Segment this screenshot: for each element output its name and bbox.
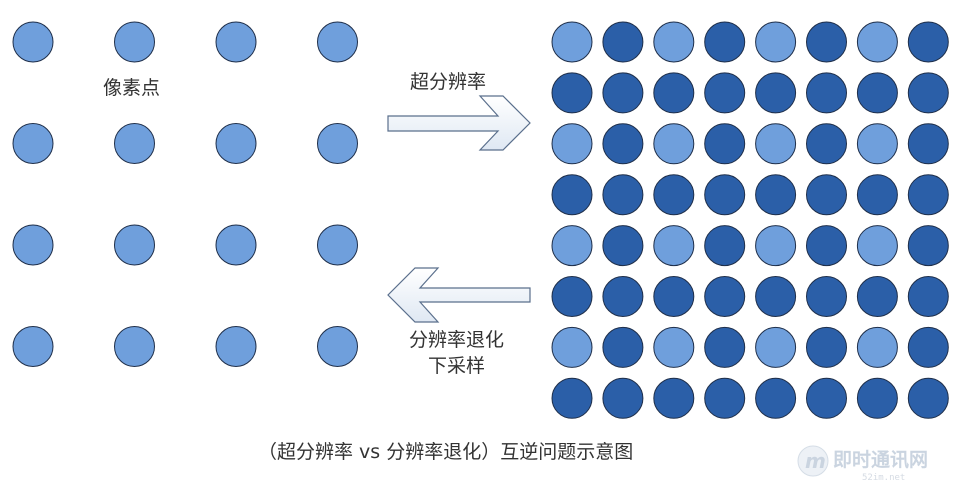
super-resolution-arrow bbox=[387, 95, 531, 151]
original-pixel-dot bbox=[551, 123, 593, 165]
interpolated-pixel-dot bbox=[704, 276, 746, 317]
super-resolution-label: 超分辨率 bbox=[410, 71, 486, 93]
interpolated-pixel-dot bbox=[704, 225, 746, 267]
interpolated-pixel-dot bbox=[653, 174, 695, 216]
interpolated-pixel-dot bbox=[602, 225, 644, 267]
interpolated-pixel-dot bbox=[653, 276, 695, 317]
interpolated-pixel-dot bbox=[551, 377, 593, 419]
interpolated-pixel-dot bbox=[806, 326, 847, 368]
interpolated-pixel-dot bbox=[907, 276, 949, 317]
watermark-subtext: 52im.net bbox=[862, 473, 905, 483]
interpolated-pixel-dot bbox=[856, 72, 898, 114]
degradation-label: 分辨率退化 bbox=[409, 329, 504, 351]
interpolated-pixel-dot bbox=[653, 72, 695, 114]
low-res-pixel-dot bbox=[317, 224, 358, 266]
low-res-pixel-dot bbox=[114, 123, 155, 164]
interpolated-pixel-dot bbox=[755, 377, 797, 419]
interpolated-pixel-dot bbox=[551, 72, 593, 114]
interpolated-pixel-dot bbox=[704, 174, 746, 216]
interpolated-pixel-dot bbox=[856, 174, 898, 216]
original-pixel-dot bbox=[551, 225, 593, 267]
low-res-pixel-dot bbox=[317, 123, 358, 164]
original-pixel-dot bbox=[653, 225, 695, 267]
downsampling-label: 下采样 bbox=[428, 355, 485, 377]
original-pixel-dot bbox=[856, 123, 898, 165]
watermark-logo: m 即时通讯网 52im.net bbox=[797, 445, 928, 483]
interpolated-pixel-dot bbox=[755, 72, 797, 114]
interpolated-pixel-dot bbox=[602, 21, 644, 63]
original-pixel-dot bbox=[856, 225, 898, 267]
interpolated-pixel-dot bbox=[602, 123, 644, 165]
interpolated-pixel-dot bbox=[907, 377, 949, 419]
interpolated-pixel-dot bbox=[806, 225, 847, 267]
original-pixel-dot bbox=[653, 123, 695, 165]
interpolated-pixel-dot bbox=[856, 276, 898, 317]
interpolated-pixel-dot bbox=[602, 326, 644, 368]
interpolated-pixel-dot bbox=[551, 174, 593, 216]
interpolated-pixel-dot bbox=[704, 326, 746, 368]
interpolated-pixel-dot bbox=[907, 225, 949, 267]
low-res-pixel-dot bbox=[317, 326, 358, 367]
interpolated-pixel-dot bbox=[704, 21, 746, 63]
original-pixel-dot bbox=[856, 326, 898, 368]
interpolated-pixel-dot bbox=[907, 21, 949, 63]
original-pixel-dot bbox=[755, 225, 797, 267]
low-res-pixel-dot bbox=[12, 326, 54, 367]
interpolated-pixel-dot bbox=[806, 72, 847, 114]
interpolated-pixel-dot bbox=[806, 123, 847, 165]
original-pixel-dot bbox=[755, 21, 797, 63]
interpolated-pixel-dot bbox=[907, 123, 949, 165]
interpolated-pixel-dot bbox=[602, 377, 644, 419]
original-pixel-dot bbox=[856, 21, 898, 63]
low-res-pixel-dot bbox=[114, 224, 155, 266]
low-res-pixel-dot bbox=[12, 224, 54, 266]
interpolated-pixel-dot bbox=[907, 174, 949, 216]
original-pixel-dot bbox=[755, 123, 797, 165]
interpolated-pixel-dot bbox=[602, 72, 644, 114]
degradation-arrow bbox=[387, 267, 531, 323]
interpolated-pixel-dot bbox=[856, 377, 898, 419]
interpolated-pixel-dot bbox=[806, 174, 847, 216]
interpolated-pixel-dot bbox=[755, 174, 797, 216]
interpolated-pixel-dot bbox=[907, 72, 949, 114]
interpolated-pixel-dot bbox=[602, 174, 644, 216]
interpolated-pixel-dot bbox=[704, 377, 746, 419]
low-res-pixel-dot bbox=[215, 326, 257, 367]
interpolated-pixel-dot bbox=[704, 72, 746, 114]
low-res-pixel-dot bbox=[317, 21, 358, 63]
original-pixel-dot bbox=[551, 21, 593, 63]
interpolated-pixel-dot bbox=[551, 276, 593, 317]
watermark-logo-letter: m bbox=[805, 449, 826, 473]
low-res-pixel-dot bbox=[215, 123, 257, 164]
pixel-label: 像素点 bbox=[103, 77, 160, 99]
high-resolution-pixel-grid bbox=[551, 21, 949, 419]
low-res-pixel-dot bbox=[114, 21, 155, 63]
interpolated-pixel-dot bbox=[806, 276, 847, 317]
original-pixel-dot bbox=[551, 326, 593, 368]
watermark-text: 即时通讯网 bbox=[833, 449, 928, 471]
low-resolution-pixel-grid bbox=[12, 21, 358, 367]
interpolated-pixel-dot bbox=[806, 21, 847, 63]
low-res-pixel-dot bbox=[215, 21, 257, 63]
interpolated-pixel-dot bbox=[806, 377, 847, 419]
interpolated-pixel-dot bbox=[602, 276, 644, 317]
interpolated-pixel-dot bbox=[907, 326, 949, 368]
low-res-pixel-dot bbox=[12, 123, 54, 164]
diagram-caption: （超分辨率 vs 分辨率退化）互逆问题示意图 bbox=[258, 441, 633, 463]
interpolated-pixel-dot bbox=[755, 276, 797, 317]
low-res-pixel-dot bbox=[12, 21, 54, 63]
interpolated-pixel-dot bbox=[704, 123, 746, 165]
interpolated-pixel-dot bbox=[653, 377, 695, 419]
low-res-pixel-dot bbox=[114, 326, 155, 367]
original-pixel-dot bbox=[653, 326, 695, 368]
original-pixel-dot bbox=[755, 326, 797, 368]
low-res-pixel-dot bbox=[215, 224, 257, 266]
original-pixel-dot bbox=[653, 21, 695, 63]
